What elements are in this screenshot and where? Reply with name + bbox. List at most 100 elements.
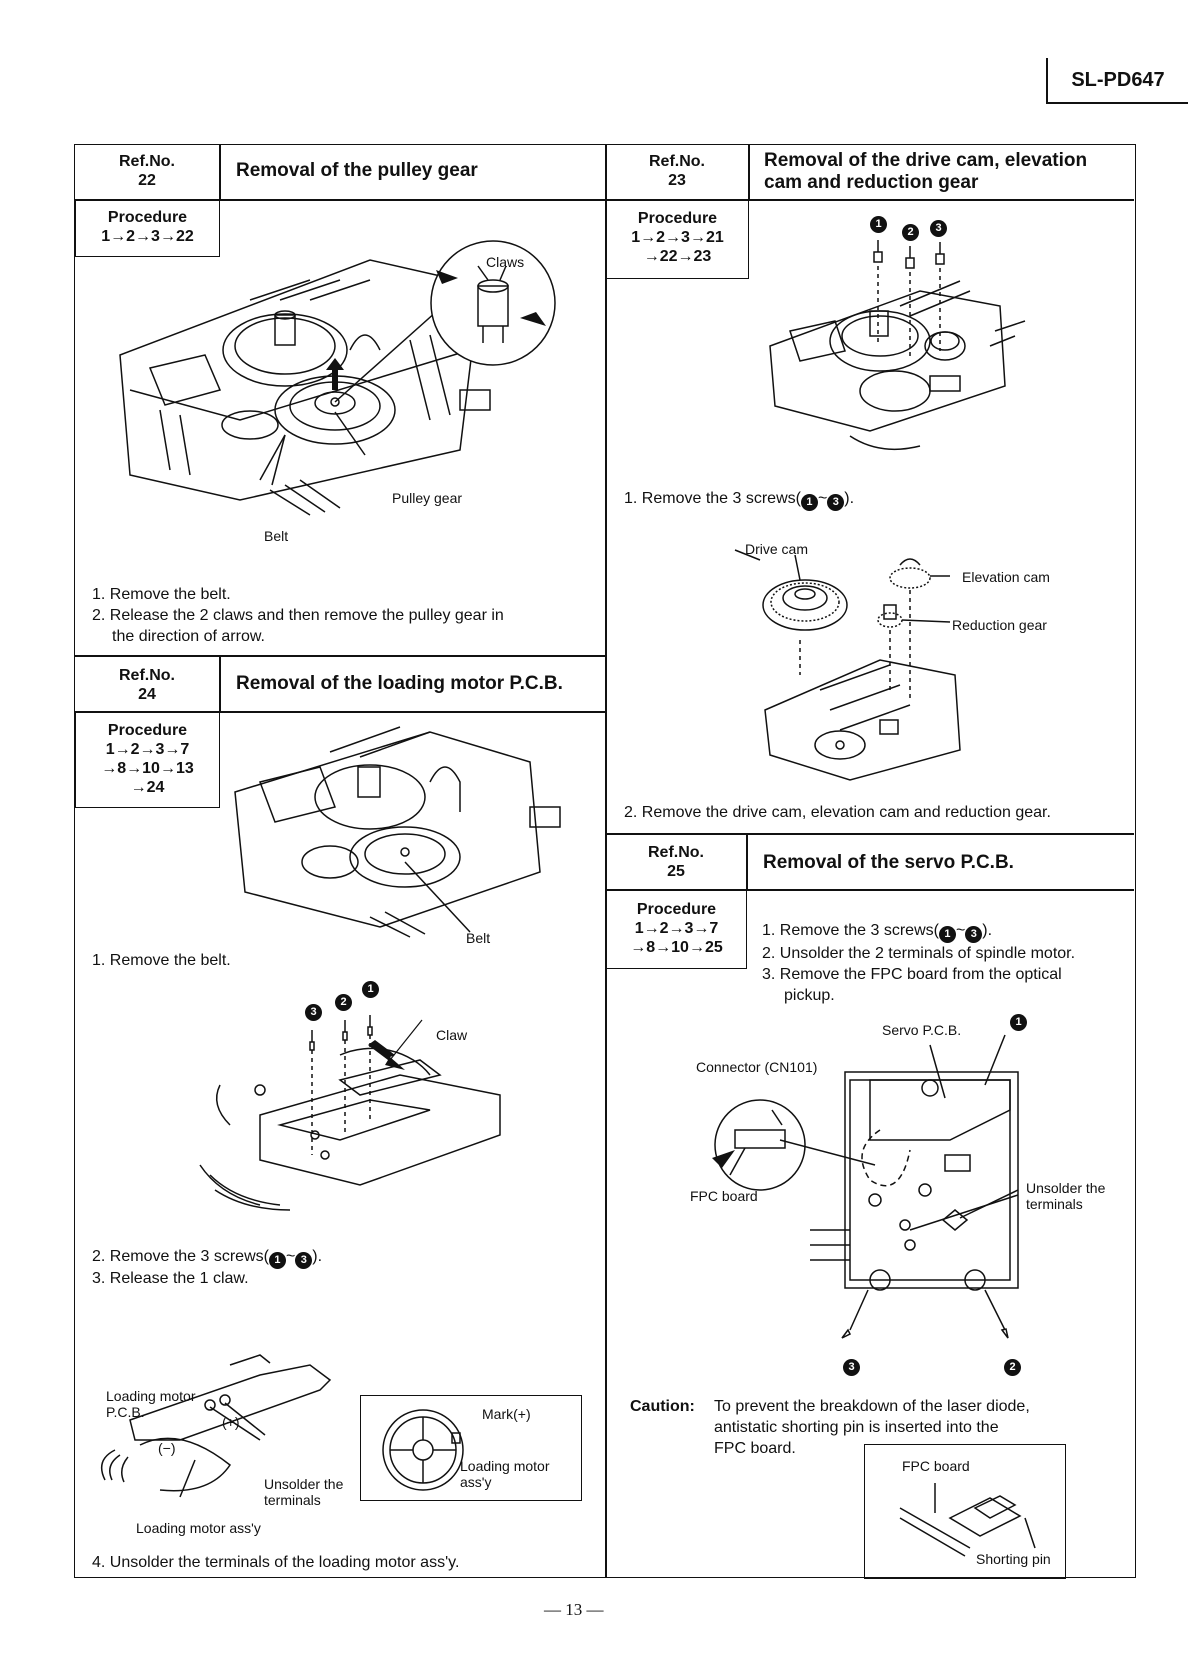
- sec22-refno: Ref.No. 22: [75, 152, 219, 190]
- sec25-caution-label-fpc: FPC board: [902, 1458, 970, 1474]
- sec24-title: Removal of the loading motor P.C.B.: [236, 673, 563, 694]
- sec24-motor-inset-box: [360, 1395, 582, 1501]
- sec22-step-2: 2. Release the 2 claws and then remove t…: [92, 607, 504, 624]
- badge-3: 3: [965, 926, 983, 943]
- sec24-refno-value: 24: [138, 686, 156, 703]
- sec23-title: Removal of the drive cam, elevation cam …: [764, 150, 1087, 194]
- sec23-header-bottom: [606, 199, 1134, 201]
- sec23-procedure: Procedure 1→2→3→21 →22→23: [606, 209, 749, 266]
- badge-2: 2: [1004, 1359, 1021, 1376]
- sec25-header-bottom: [606, 889, 1134, 891]
- badge-3: 3: [827, 494, 845, 511]
- sec23-step-1-suffix: ).: [844, 490, 855, 507]
- sec25-step-1-prefix: 1. Remove the 3 screws(: [762, 922, 939, 939]
- sec22-label-belt: Belt: [264, 528, 289, 544]
- sec25-label-servo-pcb: Servo P.C.B.: [882, 1022, 962, 1038]
- sec23-procedure-line-1: 1→2→3→21: [631, 229, 724, 246]
- sec24-label-claw: Claw: [436, 1027, 468, 1043]
- sec25-procedure-line-1: 1→2→3→7: [634, 920, 719, 937]
- center-divider: [605, 144, 607, 1578]
- sec22-refno-value: 22: [138, 172, 156, 189]
- sec23-screw-badge-3: 3: [930, 216, 947, 237]
- sec24-refno: Ref.No. 24: [75, 666, 219, 704]
- sec24-step-3: 3. Release the 1 claw.: [92, 1270, 249, 1287]
- sec24-procedure-line-3: →24: [130, 779, 165, 796]
- sec24-header-bottom: [75, 711, 605, 713]
- sec24-label-unsolder-1: Unsolder the: [264, 1476, 344, 1492]
- sec24-label-lm-assy: Loading motor ass'y: [136, 1520, 261, 1536]
- sec25-caution-figure: [899, 1483, 1036, 1557]
- badge-3: 3: [305, 1004, 322, 1021]
- badge-1: 1: [362, 981, 379, 998]
- sec25-procedure-line-2: →8→10→25: [630, 939, 723, 956]
- sec22-claws-detail: [430, 240, 556, 366]
- sec23-step-2: 2. Remove the drive cam, elevation cam a…: [624, 804, 1051, 821]
- sec24-refno-label: Ref.No.: [119, 667, 175, 684]
- sec22-title: Removal of the pulley gear: [236, 160, 478, 181]
- sec23-procedure-line-2: →22→23: [643, 248, 712, 265]
- sec24-procedure: Procedure 1→2→3→7 →8→10→13 →24: [75, 721, 220, 797]
- sec25-header-divider: [746, 833, 748, 890]
- badge-3: 3: [295, 1252, 313, 1269]
- sec23-step-1-prefix: 1. Remove the 3 screws(: [624, 490, 801, 507]
- sec24-step-1: 1. Remove the belt.: [92, 952, 231, 969]
- sec25-caution-label-shorting-pin: Shorting pin: [976, 1551, 1051, 1567]
- sec22-label-pulley-gear: Pulley gear: [392, 490, 463, 506]
- sec22-step-2-cont: the direction of arrow.: [112, 628, 265, 645]
- sec24-label-unsolder-2: terminals: [264, 1492, 321, 1508]
- sec25-screw-badge-2: 2: [1004, 1355, 1021, 1376]
- sec25-steps: 1. Remove the 3 screws(1~3). 2. Unsolder…: [762, 920, 1075, 1006]
- sec22-header-bottom: [75, 199, 605, 201]
- sec23-label-drive-cam: Drive cam: [745, 541, 809, 557]
- sec22-steps: 1. Remove the belt. 2. Release the 2 cla…: [92, 584, 504, 647]
- sec24-label-lm-assy-b-1: Loading motor: [460, 1458, 550, 1474]
- badge-1: 1: [870, 216, 887, 233]
- sec24-step-4: 4. Unsolder the terminals of the loading…: [92, 1554, 460, 1571]
- sec24-step-2-prefix: 2. Remove the 3 screws(: [92, 1248, 269, 1265]
- sec25-step-2: 2. Unsolder the 2 terminals of spindle m…: [762, 945, 1076, 962]
- sec24-screw-badge-3: 3: [305, 1000, 322, 1021]
- sec24-label-lm-pcb-1: Loading motor: [106, 1388, 196, 1404]
- tilde: ~: [955, 922, 966, 939]
- sec25-caution-text: To prevent the breakdown of the laser di…: [714, 1396, 1030, 1459]
- sec23-screw-badge-1: 1: [870, 212, 887, 233]
- tilde: ~: [817, 490, 828, 507]
- sec22-refno-label: Ref.No.: [119, 153, 175, 170]
- sec24-header-divider: [219, 655, 221, 712]
- sec22-mechanism-figure: [119, 259, 491, 516]
- sec24-pcb-figure: [199, 1015, 501, 1211]
- sec22-procedure-value: 1→2→3→22: [101, 228, 194, 245]
- sec25-screw-badge-3: 3: [843, 1355, 860, 1376]
- sec25-procedure-label: Procedure: [636, 901, 717, 918]
- sec25-label-connector: Connector (CN101): [696, 1059, 818, 1075]
- sec22-header-divider: [219, 144, 221, 200]
- sec23-header-divider: [748, 144, 750, 200]
- sec24-label-lm-pcb-2: P.C.B.: [106, 1404, 145, 1420]
- sec25-label-fpc-board: FPC board: [690, 1188, 758, 1204]
- sec22-procedure-box: [75, 199, 220, 257]
- sec24-loading-motor-figure: [100, 1354, 332, 1498]
- sec24-procedure-line-2: →8→10→13: [101, 760, 194, 777]
- sec25-title: Removal of the servo P.C.B.: [763, 852, 1014, 873]
- sec24-step-2: 2. Remove the 3 screws(1~3).: [92, 1246, 322, 1269]
- sec24-procedure-line-1: 1→2→3→7: [105, 741, 190, 758]
- sec25-caution-inset-box: [864, 1444, 1066, 1579]
- sec23-title-line-1: Removal of the drive cam, elevation: [764, 150, 1088, 171]
- sec23-label-elevation-cam: Elevation cam: [962, 569, 1050, 585]
- sec24-label-plus: (+): [222, 1414, 240, 1430]
- sec25-refno-label: Ref.No.: [648, 844, 704, 861]
- sec25-procedure-box: [606, 889, 747, 969]
- badge-1: 1: [938, 926, 956, 943]
- sec22-procedure: Procedure 1→2→3→22: [75, 208, 220, 246]
- model-number: SL-PD647: [1046, 58, 1188, 104]
- sec24-mechanism-figure: [234, 726, 561, 938]
- sec25-caution-line-3: FPC board.: [714, 1440, 796, 1457]
- sec24-screw-badge-1: 1: [362, 977, 379, 998]
- badge-2: 2: [902, 224, 919, 241]
- sec24-motor-inset-figure: [382, 1409, 464, 1491]
- badge-3: 3: [843, 1359, 860, 1376]
- badge-2: 2: [335, 994, 352, 1011]
- sec23-mechanism-figure: [769, 240, 1026, 451]
- sec24-header-top: [75, 655, 605, 657]
- sec25-caution-line-1: To prevent the breakdown of the laser di…: [714, 1398, 1030, 1415]
